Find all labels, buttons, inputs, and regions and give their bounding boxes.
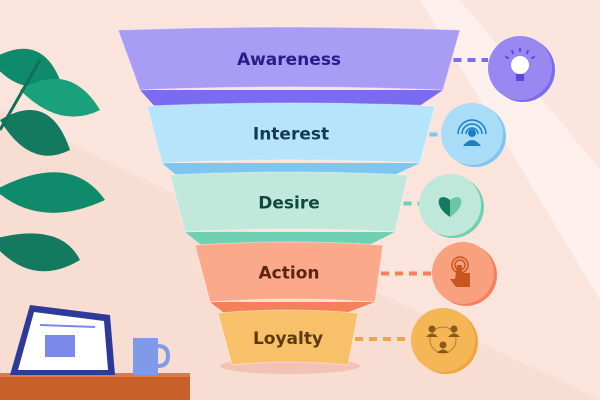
tap-hand-icon (432, 242, 497, 306)
stage-label: Desire (258, 194, 320, 214)
mug-illustration (133, 338, 171, 375)
desk (0, 375, 190, 400)
funnel-stage-action: Action (194, 241, 497, 316)
funnel-band (169, 171, 409, 233)
funnel-stage-interest: Interest (146, 102, 506, 178)
funnel-stage-desire: Desire (169, 171, 484, 248)
funnel-band (194, 241, 384, 303)
stage-label: Action (259, 264, 320, 284)
heart-icon (419, 174, 484, 238)
stage-label: Awareness (237, 50, 341, 70)
funnel-band (217, 309, 359, 366)
plant-illustration (0, 48, 105, 272)
stage-label: Interest (253, 125, 329, 145)
stage-label: Loyalty (253, 329, 323, 349)
funnel-stage-loyalty: Loyalty (217, 308, 478, 374)
broadcast-person-icon (441, 103, 506, 167)
funnel-band (146, 102, 436, 164)
laptop-illustration (10, 305, 115, 375)
funnel-band (117, 26, 461, 91)
community-icon (411, 308, 478, 374)
lightbulb-icon (488, 36, 555, 102)
